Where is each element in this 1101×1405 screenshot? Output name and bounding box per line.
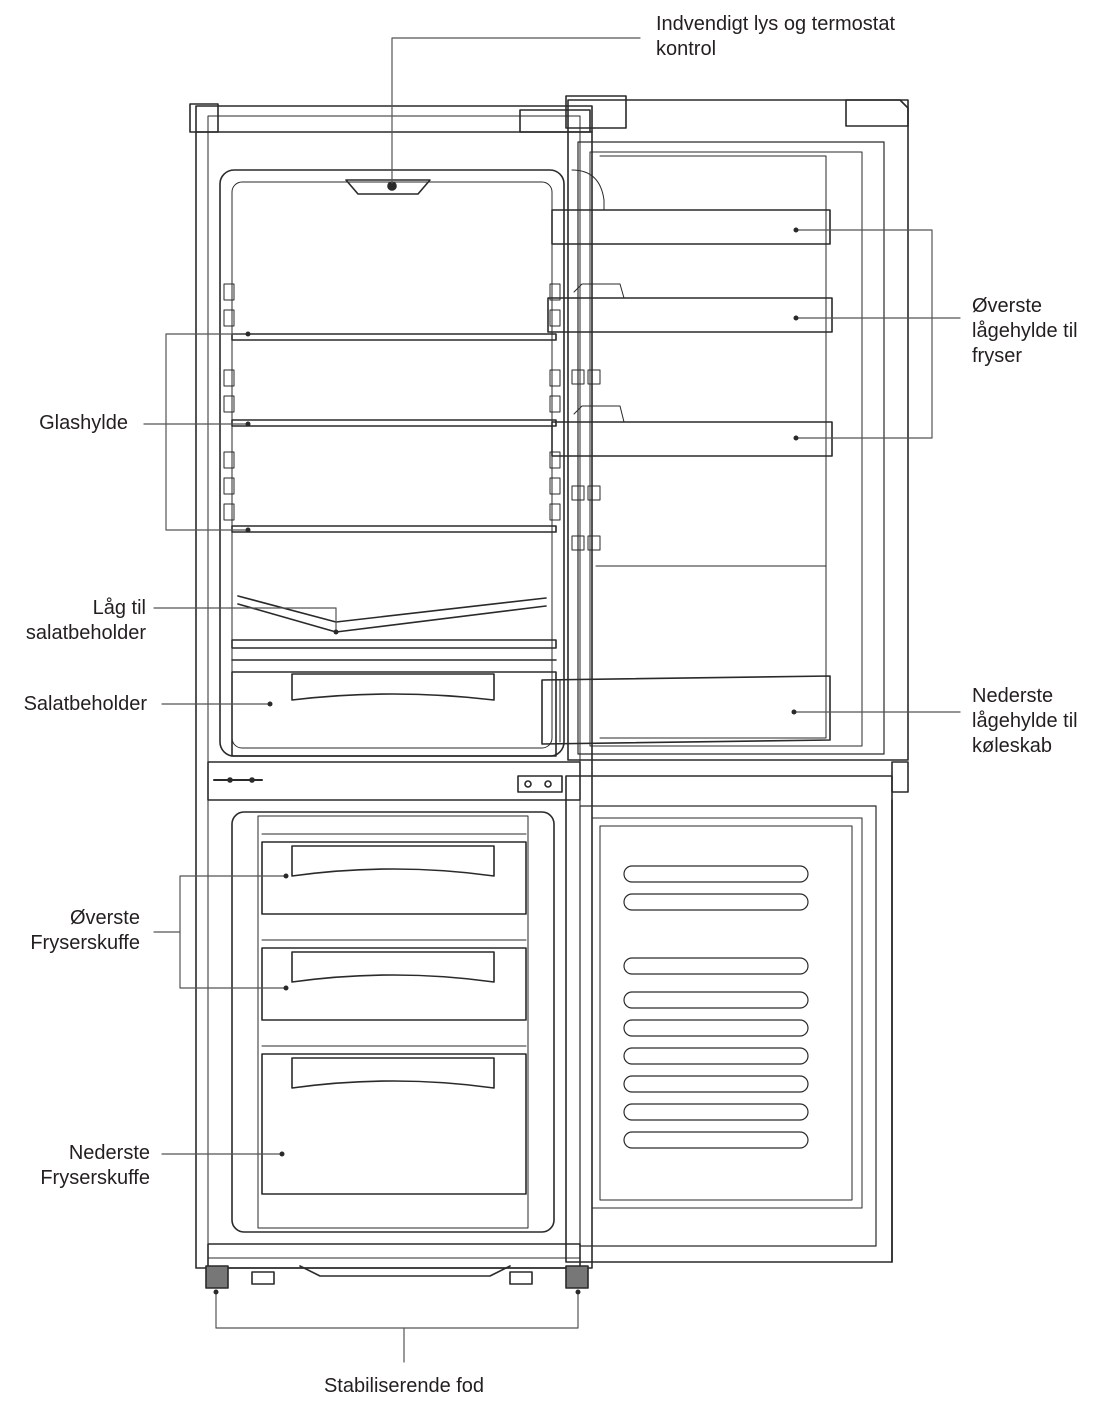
- label-crisper-lid: Låg til salatbeholder: [26, 596, 146, 646]
- freezer-compartment: [231, 811, 555, 1233]
- label-line: kontrol: [656, 38, 717, 60]
- label-upper-door-shelves: Øverste lågehylde til fryser: [972, 294, 1078, 369]
- label-line: Stabiliserende fod: [323, 1375, 485, 1397]
- door-shelves-upper: [547, 209, 833, 457]
- leader-lines: [143, 37, 961, 1363]
- label-line: lågehylde til: [972, 710, 1078, 732]
- feet: [205, 1265, 589, 1289]
- label-light-thermostat: Indvendigt lys og termostat kontrol: [656, 12, 895, 62]
- label-lower-door-shelf: Nederste lågehylde til køleskab: [972, 684, 1078, 759]
- glass-shelves: [231, 333, 557, 533]
- fridge-door: [541, 95, 909, 761]
- cabinet-body: [189, 103, 593, 1269]
- freezer-door: [565, 761, 909, 1263]
- label-line: Nederste: [68, 1142, 150, 1164]
- label-line: Øverste: [69, 907, 140, 929]
- label-glass-shelf: Glashylde: [39, 411, 128, 436]
- label-line: Salatbeholder: [23, 693, 147, 715]
- plinth: [207, 1243, 581, 1285]
- label-line: lågehylde til: [972, 320, 1078, 342]
- label-line: Låg til: [92, 597, 146, 619]
- label-line: Glashylde: [39, 412, 128, 434]
- freezer-drawer-3: [261, 1053, 527, 1195]
- leader-dots: [213, 183, 799, 1295]
- freezer-drawer-2: [261, 947, 527, 1021]
- label-line: køleskab: [972, 735, 1053, 757]
- crisper-drawer-shape: [231, 671, 557, 757]
- label-line: Indvendigt lys og termostat: [656, 13, 896, 35]
- label-line: Fryserskuffe: [30, 932, 140, 954]
- label-line: Øverste: [972, 295, 1043, 317]
- label-bottom-freezer-drawer: Nederste Fryserskuffe: [40, 1141, 150, 1191]
- fridge-compartment: [219, 169, 565, 757]
- label-line: salatbeholder: [25, 622, 146, 644]
- label-upper-freezer-drawers: Øverste Fryserskuffe: [30, 906, 140, 956]
- label-stabilizing-feet: Stabiliserende fod: [304, 1374, 504, 1399]
- freezer-door-vents: [623, 865, 809, 1149]
- label-line: Nederste: [972, 685, 1054, 707]
- label-crisper: Salatbeholder: [24, 692, 147, 717]
- label-line: Fryserskuffe: [40, 1167, 150, 1189]
- freezer-drawer-1: [261, 841, 527, 915]
- crisper-lid-shape: [231, 595, 557, 661]
- door-shelf-lower: [541, 675, 831, 745]
- label-line: fryser: [972, 345, 1022, 367]
